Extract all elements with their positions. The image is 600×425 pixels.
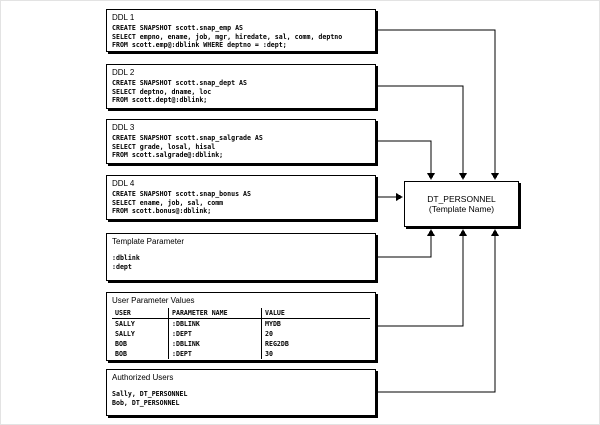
ddl3-code: CREATE SNAPSHOT scott.snap_salgrade AS S…	[112, 134, 370, 160]
code-line: FROM scott.emp@:dblink WHERE deptno = :d…	[112, 41, 287, 50]
code-line: :dept	[112, 262, 132, 271]
connector-ddl2	[378, 85, 464, 173]
template-parameter-values: :dblink :dept	[112, 254, 370, 271]
connector-template-parameter	[378, 236, 432, 258]
table-row: SALLY :DEPT 20	[112, 329, 370, 339]
ddl3-box: DDL 3 CREATE SNAPSHOT scott.snap_salgrad…	[106, 119, 376, 164]
authorized-users-box: Authorized Users Sally, DT_PERSONNEL Bob…	[106, 369, 376, 416]
ddl3-title: DDL 3	[112, 123, 135, 132]
authorized-users-list: Sally, DT_PERSONNEL Bob, DT_PERSONNEL	[112, 390, 370, 407]
cell-parameter-name: :DBLINK	[168, 339, 262, 349]
cell-value: MYDB	[261, 318, 370, 329]
code-line: SELECT grade, losal, hisal	[112, 142, 216, 151]
code-line: SELECT empno, ename, job, mgr, hiredate,…	[112, 32, 343, 41]
ddl2-box: DDL 2 CREATE SNAPSHOT scott.snap_dept AS…	[106, 64, 376, 109]
cell-user: BOB	[115, 350, 127, 358]
code-line: CREATE SNAPSHOT scott.snap_emp AS	[112, 24, 244, 32]
user-parameter-table: USER PARAMETER NAME VALUE SALLY :DBLINK …	[112, 308, 370, 359]
code-line: SELECT deptno, dname, loc	[112, 87, 212, 96]
cell-parameter-name: :DBLINK	[168, 318, 262, 329]
code-line: CREATE SNAPSHOT scott.snap_dept AS	[112, 79, 247, 87]
code-line: FROM scott.salgrade@:dblink;	[112, 151, 224, 160]
ddl2-code: CREATE SNAPSHOT scott.snap_dept AS SELEC…	[112, 79, 370, 105]
code-line: SELECT ename, job, sal, comm	[112, 198, 224, 207]
list-item: Bob, DT_PERSONNEL	[112, 398, 180, 407]
ddl4-title: DDL 4	[112, 179, 135, 188]
ddl4-code: CREATE SNAPSHOT scott.snap_bonus AS SELE…	[112, 190, 370, 216]
arrow-down-icon	[427, 173, 435, 180]
code-line: CREATE SNAPSHOT scott.snap_salgrade AS	[112, 134, 263, 142]
connector-ddl1	[378, 29, 496, 173]
column-header-value: VALUE	[261, 308, 370, 319]
cell-value: 30	[261, 349, 370, 359]
cell-user: BOB	[115, 340, 127, 348]
column-header-user: USER	[112, 308, 169, 319]
cell-user: SALLY	[115, 330, 135, 338]
cell-parameter-name: :DEPT	[168, 349, 262, 359]
connector-authorized-users	[378, 236, 496, 393]
arrow-up-icon	[491, 229, 499, 236]
ddl1-box: DDL 1 CREATE SNAPSHOT scott.snap_emp AS …	[106, 9, 376, 52]
user-parameter-values-box: User Parameter Values USER PARAMETER NAM…	[106, 292, 376, 361]
arrow-right-icon	[396, 193, 403, 201]
list-item: Sally, DT_PERSONNEL	[112, 390, 188, 398]
authorized-users-title: Authorized Users	[112, 373, 174, 382]
template-name-box: DT_PERSONNEL (Template Name)	[404, 181, 519, 227]
cell-value: REG2DB	[261, 339, 370, 349]
code-line: CREATE SNAPSHOT scott.snap_bonus AS	[112, 190, 251, 198]
code-line: :dblink	[112, 254, 140, 262]
code-line: FROM scott.bonus@:dblink;	[112, 207, 212, 216]
template-parameter-title: Template Parameter	[112, 237, 185, 246]
column-header-parameter-name: PARAMETER NAME	[168, 308, 262, 319]
ddl1-title: DDL 1	[112, 13, 135, 22]
user-parameter-values-title: User Parameter Values	[112, 296, 195, 305]
template-parameter-box: Template Parameter :dblink :dept	[106, 233, 376, 281]
arrow-up-icon	[459, 229, 467, 236]
table-row: BOB :DBLINK REG2DB	[112, 339, 370, 349]
table-row: BOB :DEPT 30	[112, 349, 370, 359]
arrow-down-icon	[491, 173, 499, 180]
connector-ddl3	[378, 140, 432, 173]
table-header-row: USER PARAMETER NAME VALUE	[112, 308, 370, 319]
cell-user: SALLY	[115, 320, 135, 328]
arrow-up-icon	[427, 229, 435, 236]
template-name-caption: (Template Name)	[428, 204, 495, 214]
connector-user-parameter-values	[378, 236, 464, 327]
ddl4-box: DDL 4 CREATE SNAPSHOT scott.snap_bonus A…	[106, 175, 376, 220]
table-row: SALLY :DBLINK MYDB	[112, 318, 370, 329]
template-name: DT_PERSONNEL	[427, 194, 496, 204]
arrow-down-icon	[459, 173, 467, 180]
cell-parameter-name: :DEPT	[168, 329, 262, 339]
cell-value: 20	[261, 329, 370, 339]
ddl1-code: CREATE SNAPSHOT scott.snap_emp AS SELECT…	[112, 24, 370, 50]
code-line: FROM scott.dept@:dblink;	[112, 96, 208, 105]
ddl2-title: DDL 2	[112, 68, 135, 77]
